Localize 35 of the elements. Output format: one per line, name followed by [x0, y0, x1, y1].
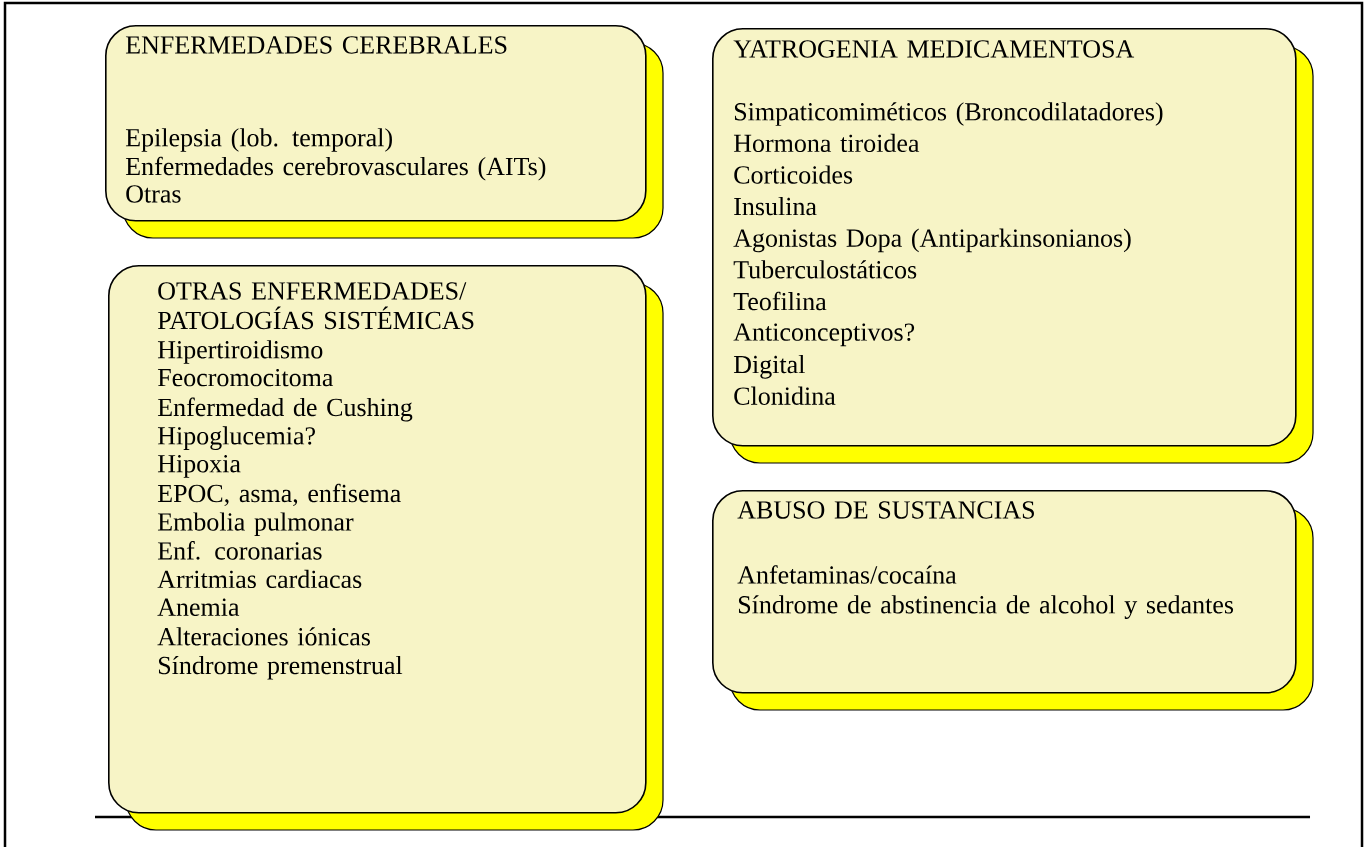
- list-item: Simpaticomiméticos (Broncodilatadores): [734, 102, 1163, 126]
- list-item: Feocromocitoma: [157, 368, 334, 387]
- list-item: Hipertiroidismo: [157, 340, 323, 364]
- list-item: Arritmias cardiacas: [157, 569, 362, 589]
- list-item: Síndrome de abstinencia de alcohol y sedantes: [738, 595, 1234, 619]
- list-item: Alteraciones iónicas: [157, 627, 370, 646]
- box-heading: ENFERMEDADES CEREBRALES: [125, 36, 507, 54]
- box-heading: ABUSO DE SUSTANCIAS: [737, 501, 1034, 519]
- list-item: Insulina: [734, 197, 817, 216]
- list-item: Epilepsia (lob. temporal): [125, 128, 392, 152]
- box-heading: OTRAS ENFERMEDADES/ PATOLOGÍAS SISTÉMICAS: [157, 282, 474, 330]
- box-heading: YATROGENIA MEDICAMENTOSA: [733, 40, 1135, 58]
- list-item: Enfermedad de Cushing: [157, 397, 413, 422]
- list-item: Síndrome premenstrual: [158, 655, 403, 680]
- list-item: Embolia pulmonar: [157, 512, 354, 536]
- list-item: Hipoxia: [157, 455, 241, 478]
- list-item: Tuberculostáticos: [733, 260, 917, 279]
- category-box: [105, 25, 664, 239]
- list-item: Hipoglucemia?: [157, 426, 315, 450]
- list-item: Anemia: [157, 598, 240, 616]
- list-item: Enf. coronarias: [157, 541, 322, 560]
- category-box: [108, 265, 664, 831]
- list-item: Agonistas Dopa (Antiparkinsonianos): [733, 228, 1131, 253]
- list-item: EPOC, asma, enfisema: [157, 483, 401, 506]
- list-item: Corticoides: [734, 165, 853, 184]
- list-item: Anticonceptivos?: [733, 323, 915, 347]
- list-item: Digital: [733, 355, 805, 379]
- list-item: Anfetaminas/cocaína: [737, 565, 957, 584]
- list-item: Teofilina: [733, 291, 827, 311]
- list-item: Enfermedades cerebrovasculares (AITs): [125, 156, 546, 181]
- list-item: Clonidina: [734, 386, 836, 405]
- list-item: Otras: [126, 185, 181, 203]
- list-item: Hormona tiroidea: [733, 133, 920, 153]
- category-box: [712, 28, 1314, 464]
- category-box: [712, 490, 1314, 711]
